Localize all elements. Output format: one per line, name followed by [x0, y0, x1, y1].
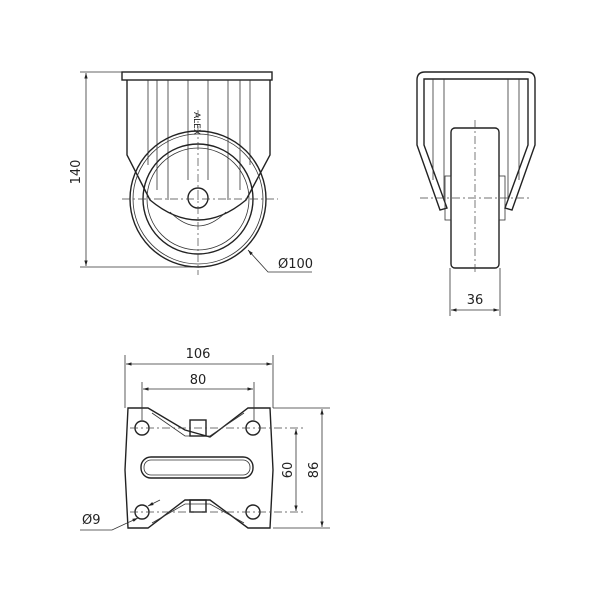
wheel-width-dimension: 36 — [467, 293, 484, 308]
hole-diameter-dimension: Ø9 — [82, 513, 101, 528]
mounting-plate — [124, 407, 274, 529]
front-view: ALEX 140 Ø100 — [69, 71, 313, 275]
width-dimension: 106 — [186, 347, 211, 362]
length-dimension: 86 — [307, 462, 322, 479]
hole-spacing-x-dimension: 80 — [190, 373, 207, 388]
height-dimension: 140 — [69, 160, 84, 185]
brand-mark: ALEX — [191, 112, 201, 135]
fork-bracket — [126, 80, 271, 221]
center-slot — [140, 456, 254, 479]
top-plate-view: 106 80 60 86 Ø9 — [80, 347, 330, 531]
side-view: 36 — [416, 71, 536, 316]
hole-spacing-y-dimension: 60 — [281, 462, 296, 479]
wheel-diameter-dimension: Ø100 — [278, 257, 313, 272]
bottom-nut — [189, 499, 207, 513]
side-bracket — [416, 71, 536, 211]
top-plate — [121, 71, 273, 81]
